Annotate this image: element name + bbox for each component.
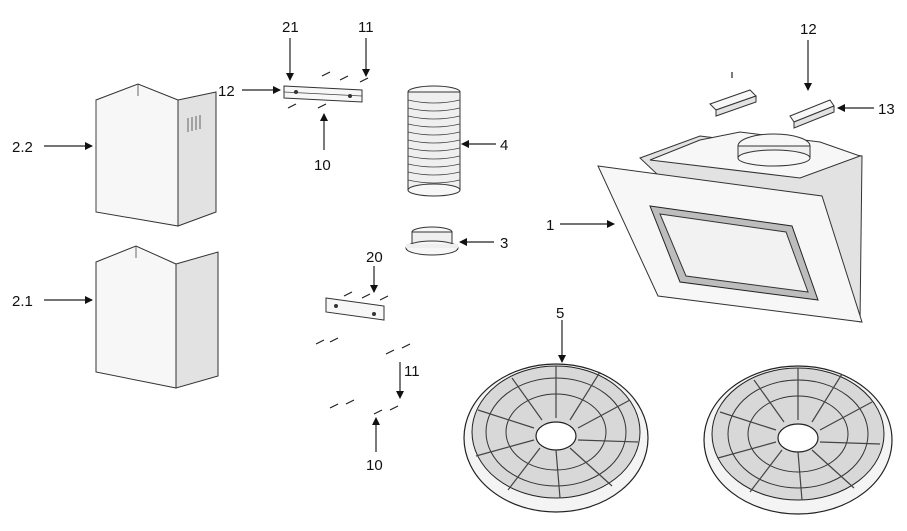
vent-slots <box>187 115 201 132</box>
chimney-cover-upper <box>95 83 217 227</box>
carbon-filter-left <box>463 363 649 513</box>
bracket-lower <box>315 291 411 415</box>
label-20: 20 <box>366 249 383 266</box>
bracket-upper <box>283 71 369 109</box>
duct-ribs <box>407 99 461 184</box>
label-11-bottom: 11 <box>404 363 420 380</box>
mounting-clips <box>709 72 835 129</box>
label-11-top: 11 <box>358 19 374 36</box>
label-10-bottom: 10 <box>366 457 383 474</box>
callout-labels: 2.2 2.1 21 11 12 10 4 3 20 11 10 5 1 12 … <box>12 19 895 474</box>
hood-body <box>597 131 863 323</box>
label-12-left: 12 <box>218 83 235 100</box>
carbon-filter-right <box>703 365 893 515</box>
label-1: 1 <box>546 217 554 234</box>
label-5: 5 <box>556 305 564 322</box>
label-21: 21 <box>282 19 299 36</box>
chimney-cover-lower <box>95 245 219 389</box>
label-2-1: 2.1 <box>12 293 33 310</box>
leader-arrows <box>44 38 874 452</box>
label-10-top: 10 <box>314 157 331 174</box>
label-13: 13 <box>878 101 895 118</box>
label-12-right: 12 <box>800 21 817 38</box>
duct-adapter <box>405 226 459 256</box>
label-4: 4 <box>500 137 508 154</box>
label-2-2: 2.2 <box>12 139 33 156</box>
label-3: 3 <box>500 235 508 252</box>
flexible-duct <box>407 85 461 197</box>
